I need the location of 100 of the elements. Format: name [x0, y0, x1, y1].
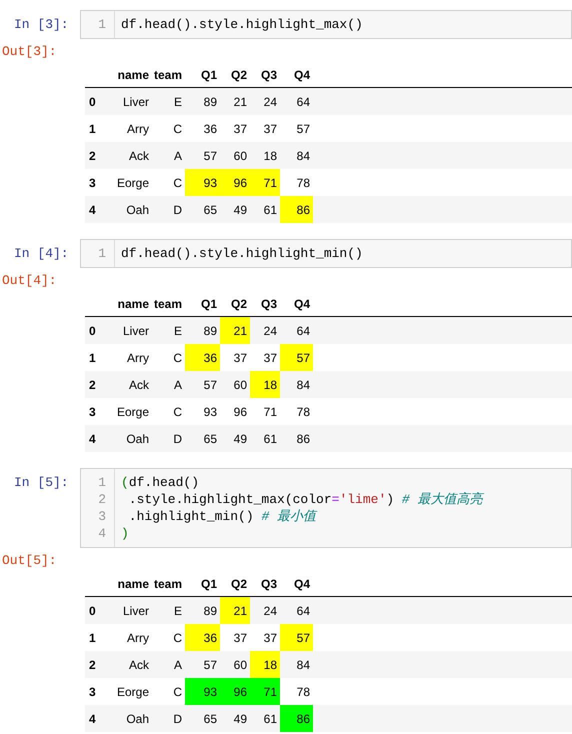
table-cell-text: 24: [262, 94, 278, 110]
column-header: team: [152, 576, 183, 592]
input-prompt: In [4]:: [13, 245, 70, 262]
code-cell: [80, 239, 572, 268]
column-header: Q2: [230, 296, 248, 312]
table-cell-text: Arry: [126, 120, 150, 138]
table-cell-text: 65: [202, 430, 218, 448]
table-cell-text: 60: [232, 656, 248, 674]
table-cell-text: A: [172, 148, 183, 164]
table-cell-text: C: [172, 174, 183, 192]
highlighted-cell: 93: [185, 678, 220, 705]
column-header: name: [116, 576, 150, 592]
highlighted-cell: 57: [280, 624, 313, 651]
table-cell-text: 21: [232, 94, 248, 110]
table-cell-text: 57: [202, 148, 218, 164]
table-cell-text: Arry: [126, 350, 150, 366]
table-cell-text: 49: [232, 202, 248, 218]
table-cell-text: Liver: [122, 602, 150, 620]
highlighted-cell: 18: [250, 371, 280, 398]
table-cell-text: 71: [262, 404, 278, 420]
table-cell-text: 96: [232, 404, 248, 420]
table-cell-text: 84: [296, 656, 311, 674]
highlighted-cell: 86: [280, 196, 313, 223]
line-number: 1: [98, 245, 106, 262]
table-cell-text: 78: [296, 404, 311, 420]
highlighted-cell: 36: [185, 624, 220, 651]
line-number: 2: [98, 491, 106, 508]
table-cell-text: Arry: [126, 630, 150, 646]
row-index: 2: [88, 656, 97, 674]
table-cell-text: 37: [262, 630, 278, 646]
highlighted-cell: 93: [185, 169, 220, 196]
row-index: 1: [88, 630, 97, 646]
highlighted-cell: 57: [280, 344, 313, 371]
table-cell-text: 84: [296, 148, 311, 164]
column-header: Q2: [230, 66, 248, 84]
line-number: 4: [98, 525, 106, 542]
column-header: Q1: [200, 66, 218, 84]
table-cell-text: 49: [232, 430, 248, 448]
highlighted-cell: 71: [250, 678, 280, 705]
table-cell-text: D: [172, 430, 183, 448]
table-cell-text: Oah: [125, 202, 150, 218]
highlighted-cell: 71: [250, 169, 280, 196]
table-cell-text: A: [172, 376, 183, 394]
table-cell-text: C: [172, 684, 183, 700]
table-cell-text: 84: [296, 376, 311, 394]
table-cell-text: 49: [232, 710, 248, 728]
table-cell-text: 24: [262, 322, 278, 340]
output-prompt: Out[3]:: [1, 43, 58, 60]
table-cell-text: E: [172, 322, 183, 340]
table-cell-text: 24: [262, 602, 278, 620]
table-cell-text: 36: [202, 120, 218, 138]
table-cell-text: 93: [202, 404, 218, 420]
table-cell-text: Liver: [122, 322, 150, 340]
row-index: 4: [88, 430, 97, 448]
row-index: 0: [88, 322, 97, 340]
table-cell-text: C: [172, 404, 183, 420]
table-cell-text: 61: [262, 202, 278, 218]
table-cell-text: 78: [296, 174, 311, 192]
output-prompt: Out[4]:: [1, 272, 58, 289]
table-cell-text: E: [172, 602, 183, 620]
row-index: 3: [88, 684, 97, 700]
column-header: Q4: [292, 66, 311, 84]
column-header: Q1: [200, 576, 218, 592]
column-header: team: [152, 66, 183, 84]
table-cell-text: 89: [202, 602, 218, 620]
table-cell-text: 37: [262, 350, 278, 366]
table-cell-text: 60: [232, 148, 248, 164]
table-cell-text: 37: [232, 630, 248, 646]
table-cell-text: 64: [296, 602, 311, 620]
table-cell-text: D: [172, 202, 183, 218]
column-header: Q3: [260, 576, 278, 592]
table-cell-text: 37: [232, 120, 248, 138]
column-header: Q4: [292, 576, 311, 592]
column-header: Q3: [260, 296, 278, 312]
table-cell-text: 37: [232, 350, 248, 366]
table-cell-text: 64: [296, 94, 311, 110]
table-cell-text: 57: [202, 376, 218, 394]
row-index: 0: [88, 94, 97, 110]
table-cell-text: 65: [202, 710, 218, 728]
table-cell-text: 18: [262, 148, 278, 164]
table-cell-text: 57: [202, 656, 218, 674]
row-index: 4: [88, 710, 97, 728]
code-cell: [80, 468, 572, 548]
row-index: 2: [88, 376, 97, 394]
table-cell-text: E: [172, 94, 183, 110]
table-cell-text: Ack: [128, 148, 150, 164]
input-prompt: In [3]:: [13, 16, 70, 33]
row-index: 4: [88, 202, 97, 218]
table-cell-text: 64: [296, 322, 311, 340]
table-cell-text: 65: [202, 202, 218, 218]
code-line: .style.highlight_max(color='lime') # 最大值高亮: [128, 491, 482, 508]
row-index: 1: [88, 350, 97, 366]
table-cell-text: 61: [262, 710, 278, 728]
table-cell-text: Eorge: [116, 174, 150, 192]
highlighted-cell: 18: [250, 651, 280, 678]
table-cell-text: 57: [296, 120, 311, 138]
highlighted-cell: 21: [220, 317, 250, 344]
column-header: name: [116, 296, 150, 312]
highlighted-cell: 96: [220, 678, 250, 705]
row-index: 3: [88, 404, 97, 420]
